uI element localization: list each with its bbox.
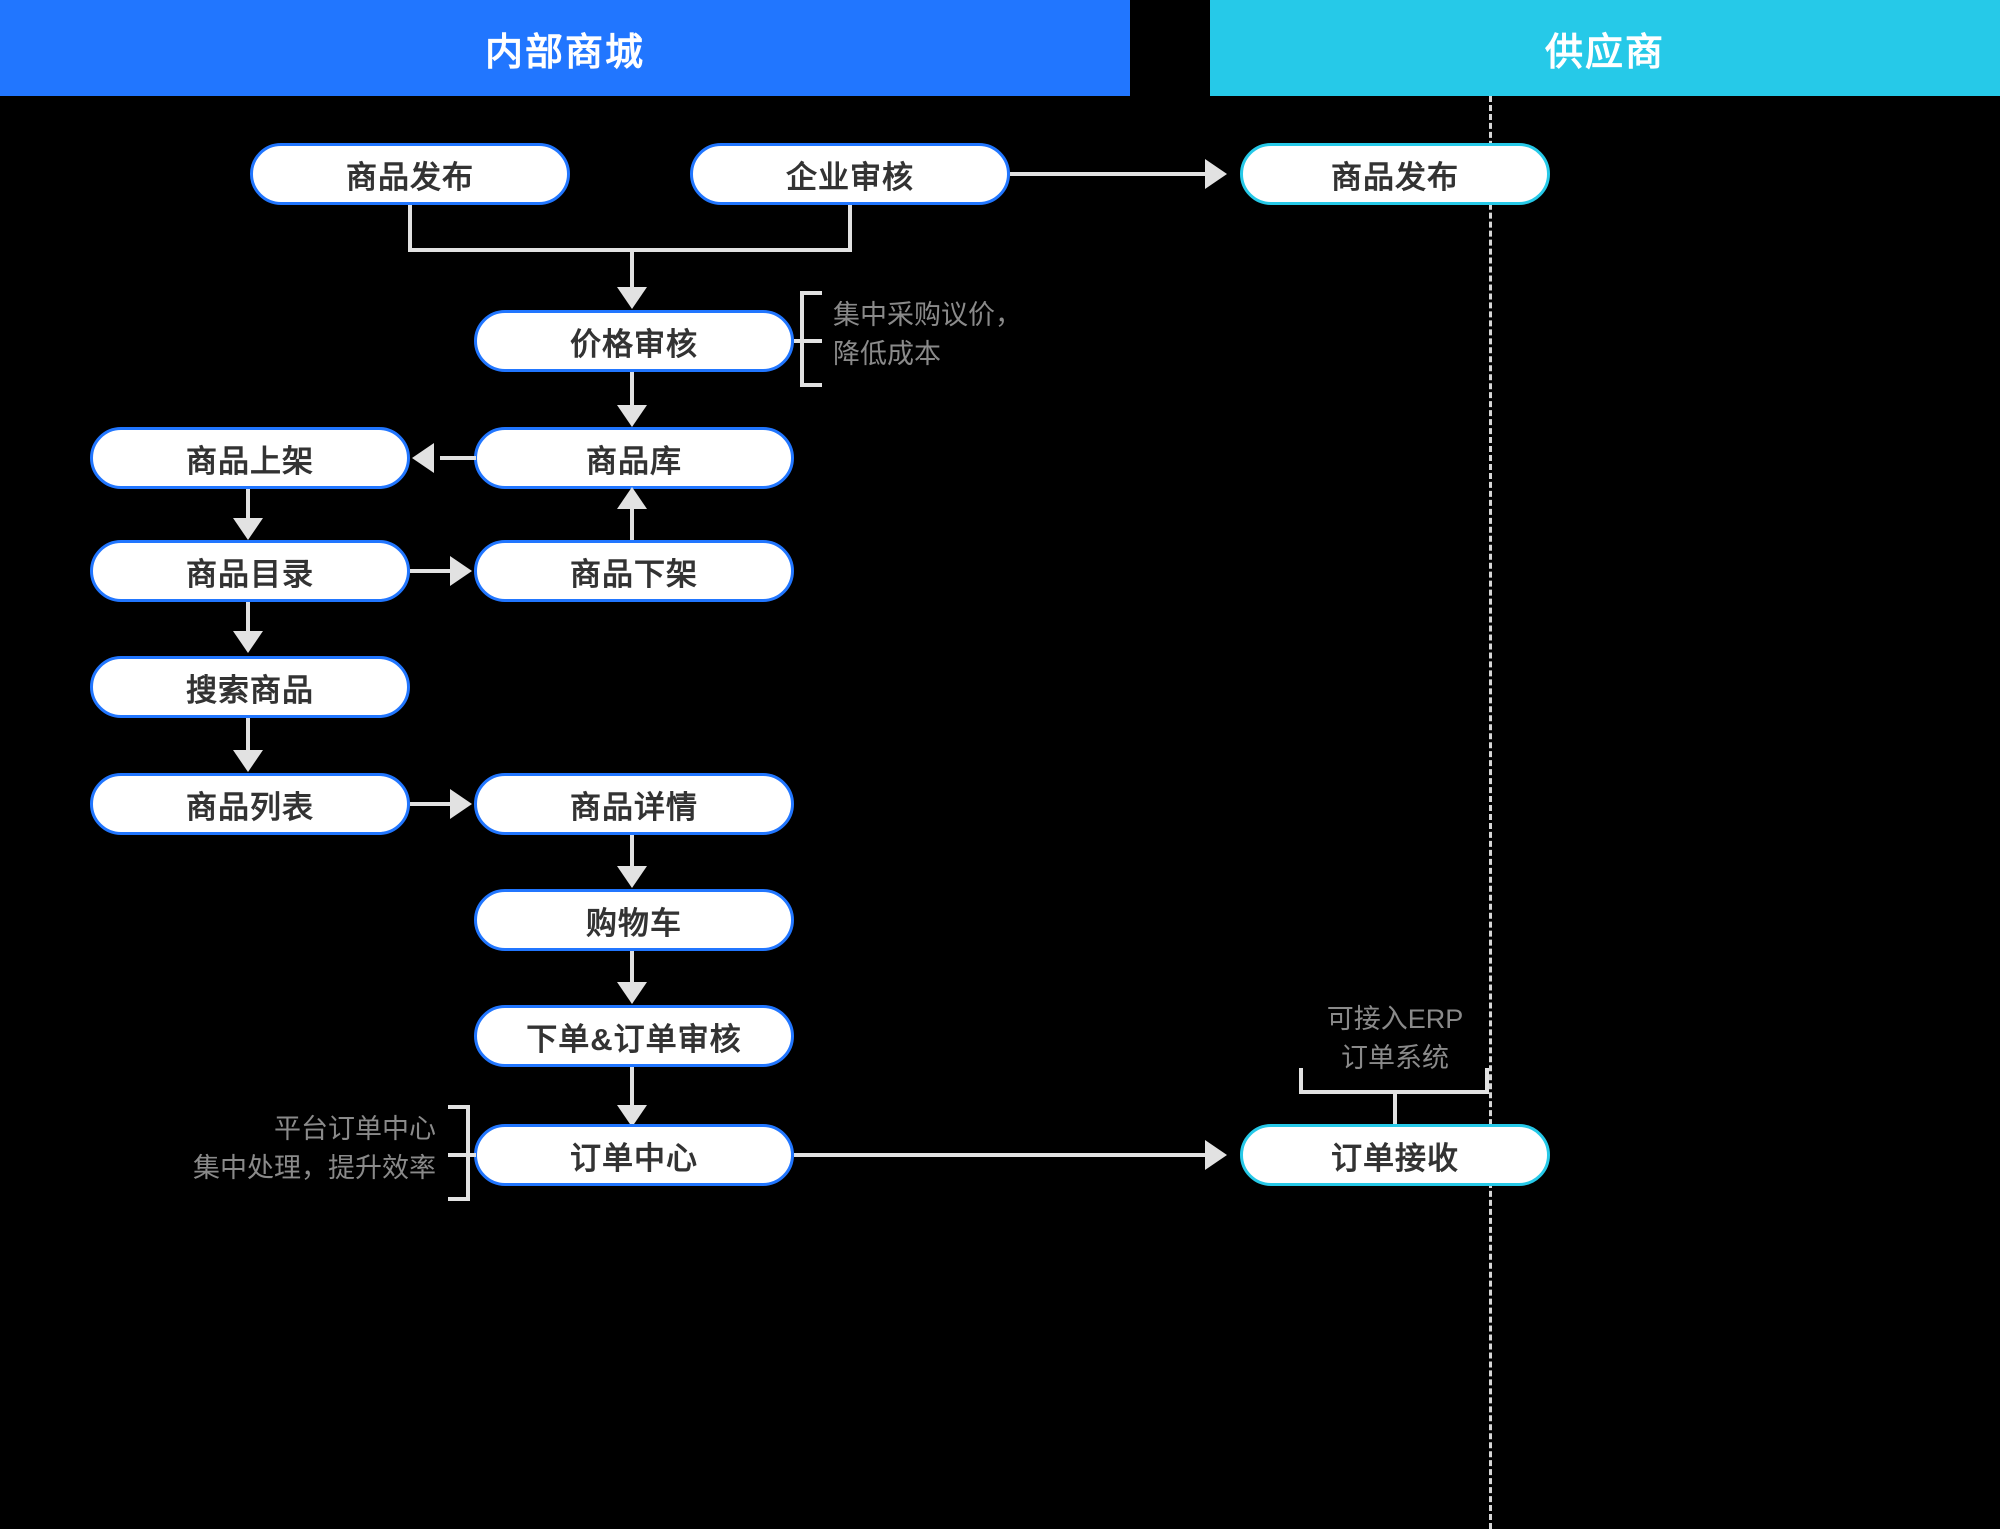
edge-order-to-center-line [630,1067,634,1109]
node-shopping-cart-label: 购物车 [586,905,682,941]
edge-listing-to-catalog-line [246,489,250,521]
lane-header-supplier-label: 供应商 [1544,31,1665,74]
edge-delist-to-library-arrow [617,487,647,509]
node-product-catalog[interactable]: 商品目录 [90,540,410,602]
edge-detail-to-cart-line [630,835,634,869]
node-product-delist-label: 商品下架 [570,556,698,592]
edge-search-to-list-line [246,718,250,754]
edge-order-to-center-arrow [617,1105,647,1127]
edge-library-to-listing-line [440,456,476,460]
edge-catalog-to-search-line [246,602,250,634]
node-order-receive[interactable]: 订单接收 [1240,1124,1550,1186]
lane-header-supplier: 供应商 [1210,0,2000,96]
node-supplier-product-publish-label: 商品发布 [1331,159,1459,195]
edge-detail-to-cart-arrow [617,866,647,888]
edge-center-to-receive-arrow [1205,1140,1227,1170]
node-product-listing[interactable]: 商品上架 [90,427,410,489]
node-product-publish-label: 商品发布 [346,159,474,195]
order-note-bracket [448,1105,470,1201]
node-enterprise-audit[interactable]: 企业审核 [690,143,1010,205]
edge-center-to-receive-line [794,1153,1205,1157]
edge-list-to-detail-arrow [450,789,472,819]
node-product-library-label: 商品库 [586,443,682,479]
edge-search-to-list-arrow [233,750,263,772]
node-search-product-label: 搜索商品 [186,672,314,708]
node-product-delist[interactable]: 商品下架 [474,540,794,602]
edge-catalog-to-delist-line [410,569,452,573]
node-product-detail-label: 商品详情 [570,789,698,825]
erp-note-bracket [1299,1068,1489,1094]
price-note-bracket [800,291,822,387]
edge-library-to-listing-arrow [412,443,434,473]
node-place-order-audit[interactable]: 下单&订单审核 [474,1005,794,1067]
edge-publish-down-line [408,205,412,250]
edge-cart-to-order-arrow [617,982,647,1004]
edge-list-to-detail-line [410,802,452,806]
edge-merge-to-price-arrow [617,287,647,309]
edge-audit-to-supplier-arrow [1205,159,1227,189]
node-product-list-label: 商品列表 [186,789,314,825]
annotation-erp: 可接入ERP 订单系统 [1326,1004,1464,1074]
edge-catalog-to-search-arrow [233,631,263,653]
node-order-center-label: 订单中心 [570,1140,698,1176]
node-enterprise-audit-label: 企业审核 [786,159,914,195]
edge-listing-to-catalog-arrow [233,518,263,540]
erp-note-stem [1393,1092,1397,1124]
edge-cart-to-order-line [630,951,634,985]
edge-audit-down-line [848,205,852,250]
node-product-listing-label: 商品上架 [186,443,314,479]
node-product-library[interactable]: 商品库 [474,427,794,489]
node-shopping-cart[interactable]: 购物车 [474,889,794,951]
node-product-detail[interactable]: 商品详情 [474,773,794,835]
lane-divider-dashed [1489,96,1492,1529]
edge-price-to-library-arrow [617,405,647,427]
edge-audit-to-supplier-line [1010,172,1205,176]
node-supplier-product-publish[interactable]: 商品发布 [1240,143,1550,205]
annotation-order-center: 平台订单中心 集中处理，提升效率 [193,1114,436,1184]
lane-header-internal-mall: 内部商城 [0,0,1130,96]
annotation-price-audit: 集中采购议价， 降低成本 [833,300,1022,370]
edge-merge-down-line [630,248,634,291]
node-place-order-audit-label: 下单&订单审核 [526,1021,742,1057]
node-order-receive-label: 订单接收 [1331,1140,1459,1176]
edge-delist-to-library-line [630,504,634,540]
node-product-publish[interactable]: 商品发布 [250,143,570,205]
order-note-stem [448,1153,476,1157]
price-note-stem [794,339,822,343]
edge-price-to-library-line [630,372,634,408]
node-order-center[interactable]: 订单中心 [474,1124,794,1186]
node-price-audit[interactable]: 价格审核 [474,310,794,372]
node-search-product[interactable]: 搜索商品 [90,656,410,718]
edge-catalog-to-delist-arrow [450,556,472,586]
node-price-audit-label: 价格审核 [570,326,698,362]
node-product-catalog-label: 商品目录 [186,556,314,592]
node-product-list[interactable]: 商品列表 [90,773,410,835]
lane-header-internal-mall-label: 内部商城 [484,31,645,74]
